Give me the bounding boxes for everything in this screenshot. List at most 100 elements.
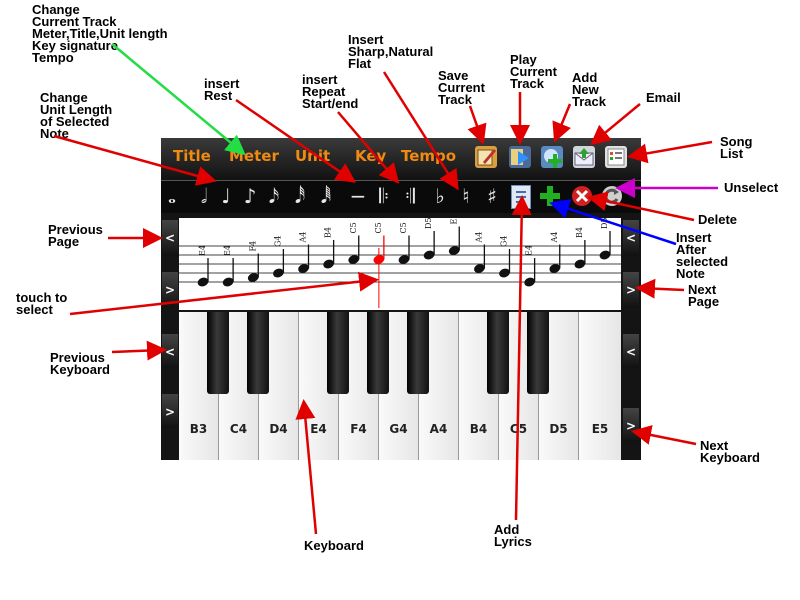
note-head[interactable] bbox=[473, 263, 486, 275]
piano-key-black[interactable] bbox=[487, 312, 509, 394]
note-head[interactable] bbox=[498, 267, 511, 279]
key-label: B4 bbox=[469, 422, 488, 436]
note-head[interactable] bbox=[347, 254, 360, 266]
note-label: A4 bbox=[299, 232, 308, 244]
note-head[interactable] bbox=[573, 258, 586, 270]
note-head[interactable] bbox=[598, 249, 611, 261]
eighth-note-icon[interactable]: ♪ bbox=[243, 184, 257, 208]
quarter-note-icon[interactable]: ♩ bbox=[221, 184, 231, 208]
add-track-icon[interactable] bbox=[541, 146, 563, 168]
note-label: G4 bbox=[273, 236, 282, 247]
note-head[interactable] bbox=[222, 276, 235, 288]
note-label: E4 bbox=[198, 245, 207, 256]
arrow-keyboard bbox=[295, 399, 318, 535]
thirtysecond-note-icon[interactable]: 𝅘𝅥𝅰 bbox=[294, 184, 306, 208]
save-icon[interactable] bbox=[475, 146, 497, 168]
key-label: E4 bbox=[310, 422, 327, 436]
arrow-touch-select bbox=[69, 271, 379, 316]
note-head[interactable] bbox=[523, 276, 536, 288]
annotation-next-keyboard: Next Keyboard bbox=[700, 438, 760, 465]
song-list-icon[interactable] bbox=[605, 146, 627, 168]
annotation-insert-after: Insert After selected Note bbox=[676, 230, 729, 281]
app-window: Title Meter Unit Key Tempo 𝅝 𝅗𝅥 ♩ ♪ 𝅘𝅥𝅯 … bbox=[161, 138, 641, 460]
note-head[interactable] bbox=[297, 263, 310, 275]
note-label: C5 bbox=[399, 222, 408, 233]
annotation-sharp-natural: Insert Sharp,Natural Flat bbox=[348, 32, 434, 71]
sixteenth-note-icon[interactable]: 𝅘𝅥𝅯 bbox=[268, 184, 280, 208]
tab-title[interactable]: Title bbox=[173, 147, 211, 165]
arrow-sharp-natural bbox=[382, 71, 459, 191]
rest-button[interactable]: − bbox=[349, 184, 367, 208]
previous-keyboard-button-right[interactable]: < bbox=[623, 334, 639, 368]
annotation-save: Save Current Track bbox=[438, 68, 485, 107]
annotation-email: Email bbox=[646, 90, 681, 105]
arrow-delete bbox=[587, 191, 695, 222]
repeat-end-button[interactable]: 𝄇 bbox=[405, 184, 415, 208]
arrow-unit-length bbox=[53, 134, 217, 186]
sharp-button[interactable]: ♯ bbox=[487, 184, 497, 208]
note-head[interactable] bbox=[196, 276, 209, 288]
next-keyboard-button-left[interactable]: > bbox=[162, 394, 178, 428]
next-page-button[interactable]: > bbox=[623, 272, 639, 308]
annotation-rest: insert Rest bbox=[204, 76, 240, 103]
note-label: C5 bbox=[349, 222, 358, 233]
note-head[interactable] bbox=[247, 272, 260, 284]
note-head[interactable] bbox=[423, 249, 436, 261]
arrow-email bbox=[590, 103, 641, 146]
key-label: F4 bbox=[350, 422, 367, 436]
note-label: G4 bbox=[500, 236, 509, 247]
arrow-change-track bbox=[111, 43, 246, 156]
key-label: B3 bbox=[189, 422, 208, 436]
arrow-lyrics bbox=[511, 195, 532, 521]
tab-tempo[interactable]: Tempo bbox=[401, 147, 457, 165]
tab-unit[interactable]: Unit bbox=[295, 147, 331, 165]
natural-button[interactable]: ♮ bbox=[462, 184, 470, 208]
note-label: D5 bbox=[424, 218, 433, 229]
piano-key-black[interactable] bbox=[527, 312, 549, 394]
whole-note-icon[interactable]: 𝅝 bbox=[168, 184, 176, 208]
note-head[interactable] bbox=[322, 258, 335, 270]
previous-page-button[interactable]: < bbox=[162, 220, 178, 256]
piano-key-black[interactable] bbox=[247, 312, 269, 394]
note-head[interactable] bbox=[272, 267, 285, 279]
note-label: E4 bbox=[525, 245, 534, 256]
arrow-song-list bbox=[627, 140, 713, 164]
next-page-button-left[interactable]: > bbox=[162, 272, 178, 308]
half-note-icon[interactable]: 𝅗𝅥 bbox=[200, 184, 208, 208]
note-label: E4 bbox=[223, 245, 232, 256]
piano-key-black[interactable] bbox=[327, 312, 349, 394]
annotation-change-track: Change Current Track Meter,Title,Unit le… bbox=[32, 2, 168, 65]
arrow-rest bbox=[235, 98, 357, 183]
arrow-repeat bbox=[337, 111, 400, 184]
piano-key-black[interactable] bbox=[367, 312, 389, 394]
arrow-previous-keyboard bbox=[111, 340, 167, 361]
key-label: A4 bbox=[429, 422, 448, 436]
arrow-next-keyboard bbox=[631, 425, 697, 446]
note-head[interactable] bbox=[548, 263, 561, 275]
note-label: C5 bbox=[374, 222, 383, 233]
sixtyfourth-note-icon[interactable]: 𝅘𝅥𝅱 bbox=[320, 184, 332, 208]
note-head[interactable] bbox=[448, 245, 461, 257]
note-label: F4 bbox=[248, 241, 257, 252]
annotation-previous-page: Previous Page bbox=[48, 222, 103, 249]
key-label: D4 bbox=[269, 422, 288, 436]
piano-key-black[interactable] bbox=[207, 312, 229, 394]
insert-icon[interactable] bbox=[539, 185, 561, 207]
note-head[interactable] bbox=[397, 254, 410, 266]
piano-key-white[interactable]: E5 bbox=[579, 312, 621, 460]
keyboard[interactable]: B3 C4 D4 E4 F4 G4 A4 B4 C5 D5 E5 bbox=[179, 312, 621, 460]
key-label: E5 bbox=[591, 422, 609, 436]
email-icon[interactable] bbox=[573, 146, 595, 168]
piano-key-black[interactable] bbox=[407, 312, 429, 394]
annotation-lyrics: Add Lyrics bbox=[494, 522, 532, 549]
annotation-play: Play Current Track bbox=[510, 52, 557, 91]
delete-icon[interactable] bbox=[571, 185, 593, 207]
annotation-song-list: Song List bbox=[720, 134, 753, 161]
repeat-start-button[interactable]: 𝄆 bbox=[379, 184, 389, 208]
flat-button[interactable]: ♭ bbox=[435, 184, 445, 208]
arrow-insert-after bbox=[549, 199, 677, 246]
play-icon[interactable] bbox=[509, 146, 531, 168]
note-label: E5 bbox=[449, 218, 458, 225]
